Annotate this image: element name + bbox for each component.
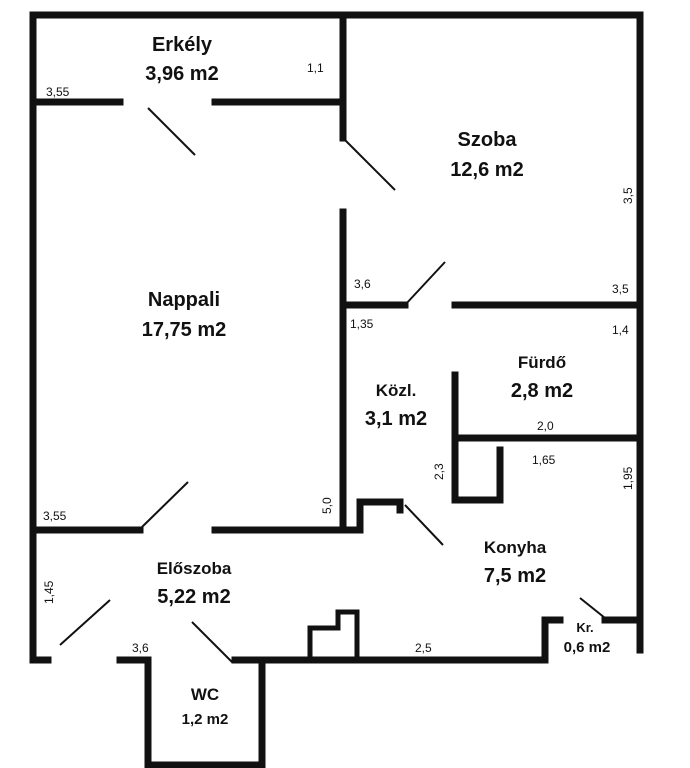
kozl-corner — [356, 498, 404, 534]
dim-konyha-side: 1,95 — [621, 466, 635, 490]
dim-wc-width: 3,6 — [132, 641, 149, 655]
door-kamra — [579, 597, 606, 619]
dim-eloszoba-side: 1,45 — [42, 580, 56, 604]
room-konyha-name: Konyha — [484, 538, 547, 557]
room-eloszoba-name: Előszoba — [157, 559, 232, 578]
room-nappali-name: Nappali — [148, 289, 220, 311]
door-erkely — [147, 107, 196, 156]
room-furdo-area: 2,8 m2 — [511, 380, 573, 402]
room-konyha-area: 7,5 m2 — [484, 565, 546, 587]
door-nappali — [141, 481, 189, 528]
room-szoba-name: Szoba — [458, 129, 518, 151]
dim-szoba-side: 3,5 — [621, 187, 635, 204]
stair-outline — [307, 609, 360, 663]
dim-furdo-inner: 2,3 — [432, 463, 446, 480]
room-kozl-area: 3,1 m2 — [365, 408, 427, 430]
dim-konyha-top: 1,65 — [532, 453, 556, 467]
door-konyha — [404, 504, 444, 546]
dim-furdo-width: 2,0 — [537, 419, 554, 433]
room-labels: Erkély 3,96 m2 Szoba 12,6 m2 Nappali 17,… — [142, 34, 611, 728]
door-szoba — [344, 139, 396, 191]
furdo-niche — [451, 446, 504, 504]
dim-kozl-width: 1,35 — [350, 317, 374, 331]
door-wc — [191, 621, 233, 663]
dim-erkely-depth: 1,1 — [307, 61, 324, 75]
doors — [59, 107, 606, 663]
wc-wall — [116, 656, 266, 768]
room-szoba-area: 12,6 m2 — [450, 159, 523, 181]
dim-furdo-depth: 1,4 — [612, 323, 629, 337]
dim-nappali-length: 5,0 — [320, 497, 334, 514]
room-wc-area: 1,2 m2 — [182, 711, 229, 728]
room-kozl-name: Közl. — [376, 381, 417, 400]
dim-szoba-width: 3,5 — [612, 282, 629, 296]
dimension-labels: 3,55 1,1 3,5 3,5 3,6 1,35 1,4 2,0 2,3 1,… — [42, 61, 635, 655]
dim-nappali-width: 3,55 — [43, 509, 67, 523]
room-eloszoba-area: 5,22 m2 — [157, 586, 230, 608]
walls — [29, 11, 644, 768]
dim-konyha-bottom: 2,5 — [415, 641, 432, 655]
door-entrance — [59, 599, 111, 646]
room-nappali-area: 17,75 m2 — [142, 319, 227, 341]
dim-erkely-width: 3,55 — [46, 85, 70, 99]
door-szoba-bottom — [404, 261, 446, 306]
room-kamra-name: Kr. — [576, 620, 593, 635]
room-erkely-name: Erkély — [152, 34, 213, 56]
room-kamra-area: 0,6 m2 — [564, 639, 611, 656]
kamra-wall-left — [541, 616, 564, 664]
kamra-wall-right — [601, 616, 644, 654]
dim-szoba-bottom-left: 3,6 — [354, 277, 371, 291]
room-wc-name: WC — [191, 685, 219, 704]
room-erkely-area: 3,96 m2 — [145, 63, 218, 85]
room-furdo-name: Fürdő — [518, 353, 566, 372]
